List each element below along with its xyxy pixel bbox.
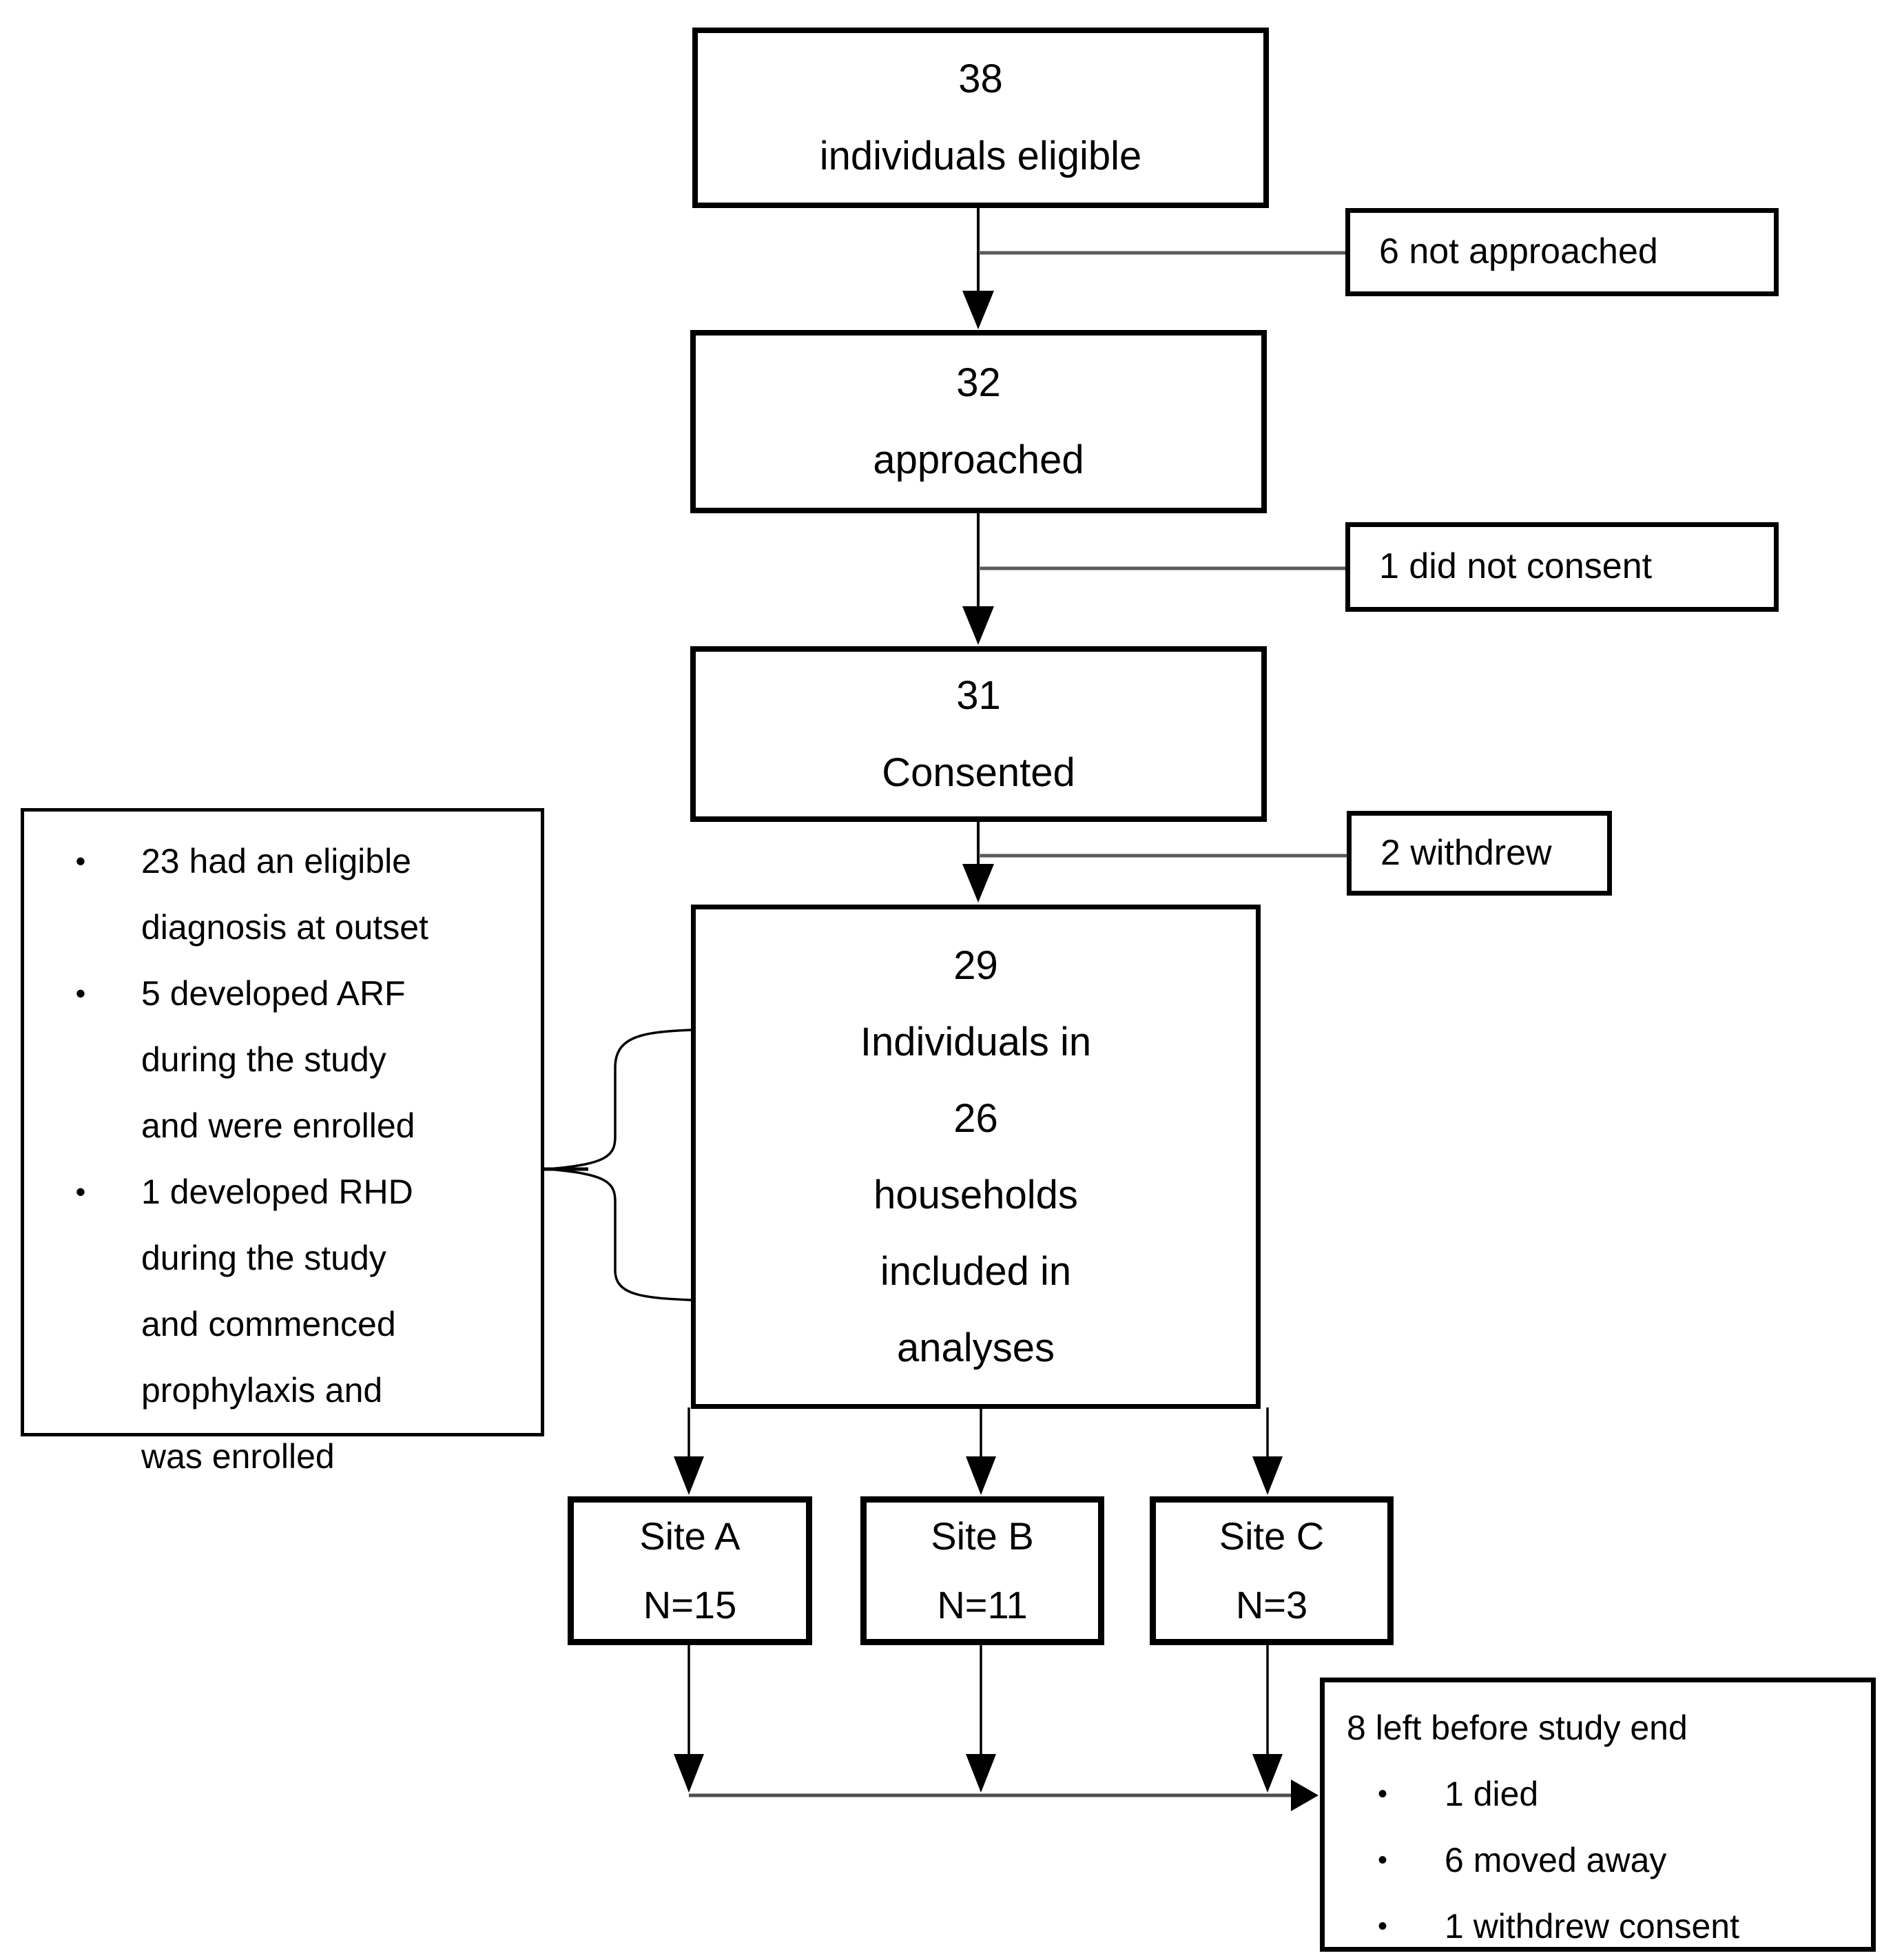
site-b-n: N=11: [937, 1583, 1028, 1627]
arrow-merge-to-attrition: [689, 1780, 1318, 1811]
note-item: • 5 developed ARF during the study and w…: [24, 960, 528, 1159]
analyses-line: included in: [880, 1249, 1072, 1294]
box-site-c: Site C N=3: [1150, 1496, 1394, 1645]
bullet-icon: •: [75, 845, 86, 877]
box-site-a: Site A N=15: [568, 1496, 812, 1645]
site-c-name: Site C: [1219, 1514, 1325, 1558]
bullet-icon: •: [1377, 1845, 1387, 1875]
attrition-text: 6 moved away: [1445, 1841, 1667, 1879]
analyses-line: households: [873, 1173, 1078, 1217]
arrow-analyses-to-site-a: [674, 1407, 704, 1495]
not-approached-label: 6 not approached: [1379, 231, 1658, 272]
bullet-icon: •: [75, 977, 86, 1009]
arrow-eligible-to-approached: [962, 207, 994, 329]
box-analyses: 29 Individuals in 26 households included…: [691, 905, 1261, 1409]
note-text: 23 had an eligible diagnosis at outset: [141, 842, 428, 947]
box-not-approached: 6 not approached: [1345, 208, 1779, 296]
did-not-consent-label: 1 did not consent: [1379, 546, 1653, 587]
bullet-icon: •: [75, 1175, 86, 1208]
analyses-line: 26: [953, 1096, 998, 1141]
attrition-item: • 6 moved away: [1347, 1827, 1854, 1893]
arrow-site-a-down: [674, 1644, 704, 1793]
analyses-line: Individuals in: [860, 1020, 1092, 1064]
box-did-not-consent: 1 did not consent: [1345, 522, 1779, 612]
arrow-site-b-down: [966, 1644, 996, 1793]
eligible-count: 38: [958, 56, 1003, 101]
arrow-approached-to-consented: [962, 512, 994, 645]
box-eligible: 38 individuals eligible: [692, 28, 1269, 208]
attrition-item: • 1 died: [1347, 1761, 1854, 1827]
site-a-name: Site A: [639, 1514, 741, 1558]
analyses-line: 29: [953, 943, 998, 988]
analyses-line: analyses: [897, 1325, 1055, 1370]
box-site-b: Site B N=11: [860, 1496, 1104, 1645]
consented-count: 31: [956, 672, 1001, 718]
approached-label: approached: [873, 437, 1084, 482]
approached-count: 32: [956, 360, 1001, 405]
eligible-label: individuals eligible: [819, 134, 1142, 178]
attrition-text: 1 died: [1445, 1775, 1539, 1813]
site-a-n: N=15: [643, 1583, 737, 1627]
box-attrition: 8 left before study end • 1 died • 6 mov…: [1320, 1678, 1876, 1952]
note-item: • 23 had an eligible diagnosis at outset: [24, 828, 528, 960]
box-enrolment-notes: • 23 had an eligible diagnosis at outset…: [21, 808, 544, 1476]
arrow-analyses-to-site-c: [1252, 1407, 1283, 1495]
site-c-n: N=3: [1235, 1583, 1308, 1627]
note-text: 5 developed ARF during the study and wer…: [141, 974, 415, 1145]
withdrew-label: 2 withdrew: [1380, 832, 1552, 873]
bullet-icon: •: [1377, 1779, 1387, 1809]
attrition-header: 8 left before study end: [1347, 1709, 1688, 1747]
bullet-icon: •: [1377, 1911, 1387, 1941]
arrow-consented-to-analyses: [962, 821, 994, 902]
note-item: • 1 developed RHD during the study and c…: [24, 1159, 528, 1489]
notes-brace: [544, 1029, 692, 1301]
box-consented: 31 Consented: [690, 646, 1267, 822]
box-approached: 32 approached: [690, 330, 1267, 513]
attrition-item: • 1 withdrew consent: [1347, 1893, 1854, 1959]
consented-label: Consented: [882, 750, 1075, 795]
arrow-site-c-down: [1252, 1644, 1283, 1793]
attrition-text: 1 withdrew consent: [1445, 1907, 1740, 1946]
site-b-name: Site B: [931, 1514, 1034, 1558]
arrow-analyses-to-site-b: [966, 1407, 996, 1495]
note-text: 1 developed RHD during the study and com…: [141, 1173, 413, 1476]
box-withdrew: 2 withdrew: [1347, 811, 1612, 896]
